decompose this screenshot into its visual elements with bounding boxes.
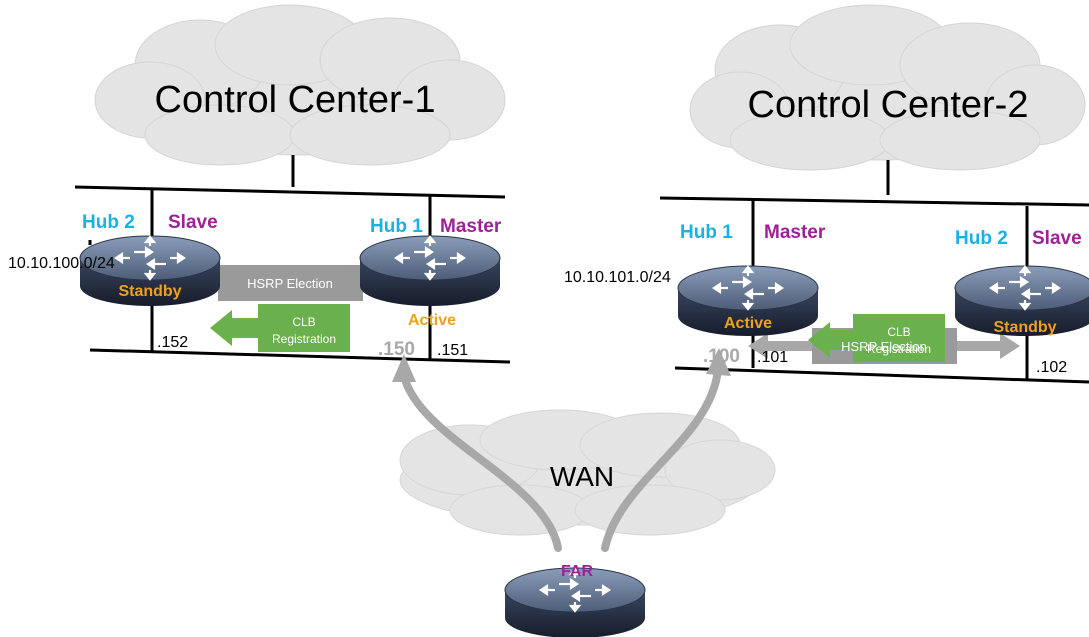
wan-arrowhead-right [706,348,731,376]
cc2-hub-left-label: Hub 1 [680,222,733,243]
cc1-hub-left-role: Slave [168,212,218,233]
clb-arrow-1 [210,304,350,352]
cc1-hub-right-state: Active [408,312,456,329]
far-label: FAR [561,563,593,580]
cc2-vip: .100 [703,346,740,367]
cc1-clb-line1: CLB [292,315,315,329]
cc1-hub-right-role: Master [440,216,502,237]
cc2-hub-right-role: Slave [1032,228,1082,249]
cc2-hub-left-ip: .101 [757,349,788,366]
cc2-hub-right-state: Standby [993,319,1056,336]
cc1-hsrp-label: HSRP Election [247,276,333,291]
clb-arrow-2 [808,314,945,362]
wan-arrowhead-left [392,354,416,382]
cc1-hub-left-state: Standby [118,283,181,300]
cc2-subnet: 10.10.101.0/24 [564,269,671,286]
cc1-title: Control Center-1 [155,79,436,121]
cc1-hub-right-ip: .151 [437,342,468,359]
cc2-hub-left-state: Active [724,315,772,332]
wan-label: WAN [550,461,614,492]
cloud-control-center-2 [689,4,1086,171]
cc1-hub-right-label: Hub 1 [370,216,423,237]
cc2-hub-right-label: Hub 2 [955,228,1008,249]
lan-2-lines [659,160,1089,384]
cc2-clb-line1: CLB [887,325,910,339]
cc2-hsrp-label: HSRP Election [841,339,927,354]
cloud-wan [399,409,776,536]
cc2-clb-line2: Registration [867,342,931,356]
router-cc1-hub1 [358,234,502,308]
cloud-control-center-1 [94,4,506,166]
cc2-hub-right-ip: .102 [1036,359,1067,376]
wan-paths [400,366,722,552]
cc1-subnet: 10.10.100.0/24 [8,255,115,272]
cc2-title: Control Center-2 [748,84,1029,126]
cc1-vip: .150 [378,339,415,360]
hsrp-arrow-1 [155,265,425,301]
cc1-hub-left-label: Hub 2 [82,212,135,233]
cc1-hub-left-ip: .152 [157,334,188,351]
cc2-hub-left-role: Master [764,222,826,243]
cc1-clb-line2: Registration [272,332,336,346]
